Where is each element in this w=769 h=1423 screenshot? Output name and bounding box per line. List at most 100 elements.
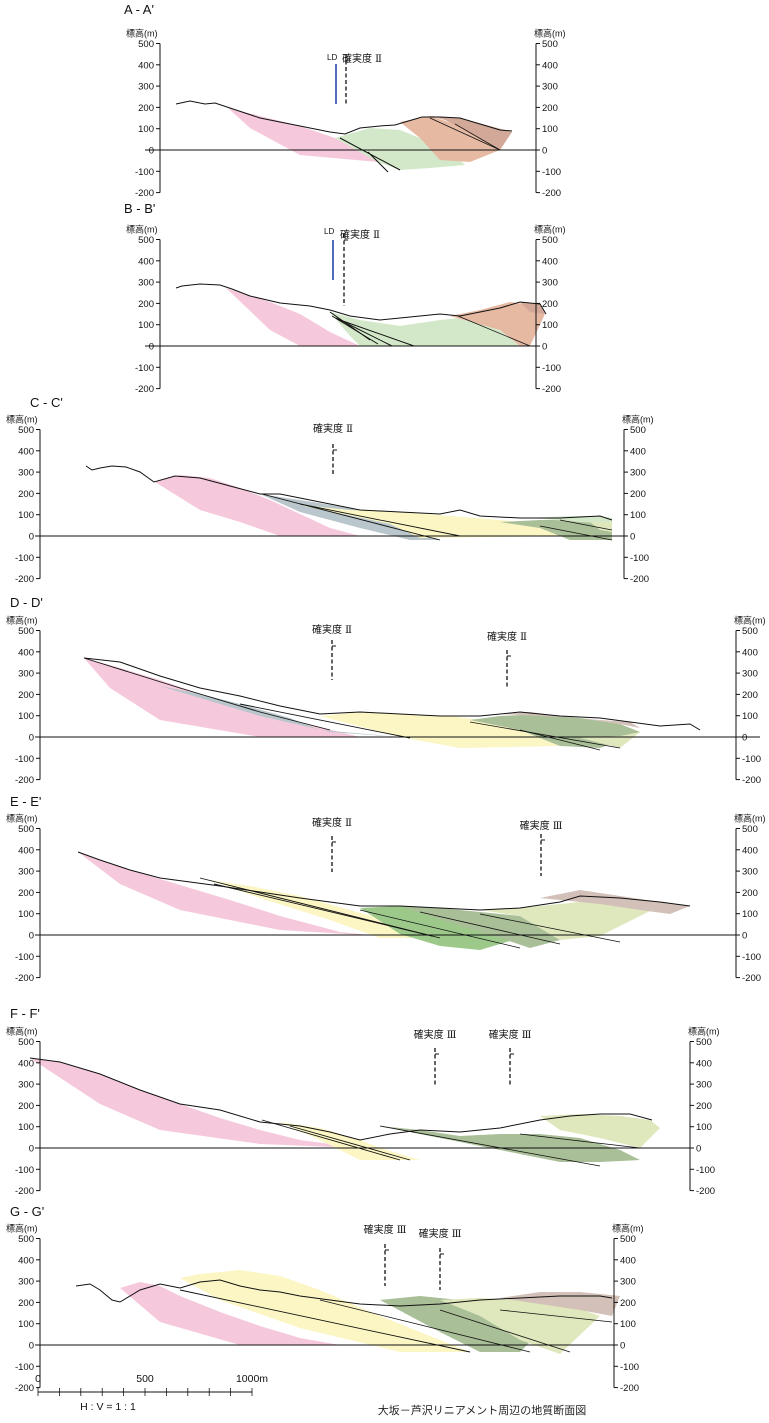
tick-label: 300 bbox=[18, 867, 34, 878]
certainty-label: 確実度 Ⅱ bbox=[312, 623, 352, 636]
tick-label: -200 bbox=[135, 384, 154, 395]
tick-label: 300 bbox=[542, 82, 558, 93]
tick-label: 400 bbox=[630, 446, 646, 457]
certainty-label: 確実度 Ⅱ bbox=[313, 422, 353, 435]
section-5: F - F'標高(m)5004003002001000-100-200標高(m)… bbox=[6, 1006, 720, 1197]
tick-label: -100 bbox=[696, 1165, 715, 1176]
contact-2 bbox=[289, 1125, 411, 1161]
section-3: D - D'標高(m)5004003002001000-100-200標高(m)… bbox=[6, 595, 766, 786]
tick-label: -100 bbox=[15, 553, 34, 564]
tick-label: 500 bbox=[742, 626, 758, 637]
tick-label: 200 bbox=[542, 103, 558, 114]
tick-label: 0 bbox=[29, 1341, 34, 1352]
az-grey-band bbox=[160, 686, 400, 737]
axis-unit-label: 標高(m) bbox=[126, 28, 158, 39]
scale-label-1000: 1000m bbox=[236, 1373, 268, 1385]
tick-label: -200 bbox=[135, 188, 154, 199]
tick-label: 200 bbox=[18, 1298, 34, 1309]
tick-label: 300 bbox=[620, 1277, 636, 1288]
ground-surface bbox=[75, 1279, 613, 1307]
tick-label: -100 bbox=[135, 363, 154, 374]
ground-surface bbox=[175, 283, 547, 321]
certainty-label: 確実度 Ⅲ bbox=[489, 1028, 532, 1041]
tick-label: 500 bbox=[542, 235, 558, 246]
az-yellow-band bbox=[300, 505, 570, 538]
tick-label: 100 bbox=[18, 510, 34, 521]
ground-surface bbox=[29, 1057, 653, 1141]
contact-4 bbox=[499, 1309, 613, 1323]
tick-label: 400 bbox=[138, 256, 154, 267]
tick-label: 200 bbox=[138, 103, 154, 114]
tick-label: 400 bbox=[18, 446, 34, 457]
section-4: E - E'標高(m)5004003002001000-100-200標高(m)… bbox=[6, 794, 766, 984]
tick-label: 0 bbox=[630, 532, 635, 543]
tick-label: 100 bbox=[742, 909, 758, 920]
contact-3 bbox=[359, 909, 521, 949]
figure-caption: 大坂－芦沢リニアメント周辺の地質断面図 bbox=[378, 1403, 586, 1417]
tick-label: -200 bbox=[15, 775, 34, 786]
tick-label: 500 bbox=[18, 824, 34, 835]
tick-label: -200 bbox=[15, 1186, 34, 1197]
tick-label: 400 bbox=[542, 60, 558, 71]
tick-label: 100 bbox=[18, 909, 34, 920]
certainty-label: 確実度 Ⅲ bbox=[414, 1028, 457, 1041]
contact-3 bbox=[379, 1125, 601, 1167]
tick-label: 100 bbox=[742, 711, 758, 722]
certainty-label: 確実度 Ⅱ bbox=[487, 630, 527, 643]
tick-label: 200 bbox=[630, 489, 646, 500]
tick-label: -200 bbox=[742, 973, 761, 984]
tick-label: 0 bbox=[542, 146, 547, 157]
tick-label: 0 bbox=[149, 342, 154, 353]
tick-label: 0 bbox=[742, 733, 747, 744]
kn-formation bbox=[430, 116, 512, 150]
tick-label: -100 bbox=[15, 754, 34, 765]
contact-ka bbox=[539, 525, 613, 541]
axis-unit-label: 標高(m) bbox=[6, 813, 38, 824]
contact-grey-1 bbox=[261, 493, 441, 541]
tick-label: 100 bbox=[630, 510, 646, 521]
tick-label: 300 bbox=[696, 1080, 712, 1091]
tick-label: 300 bbox=[18, 468, 34, 479]
tick-label: 500 bbox=[18, 1037, 34, 1048]
contact-5 bbox=[479, 913, 621, 943]
tick-label: 500 bbox=[742, 824, 758, 835]
granite-body bbox=[120, 1282, 340, 1345]
contact-line-2 bbox=[454, 123, 501, 151]
axis-unit-label: 標高(m) bbox=[688, 1026, 720, 1037]
fault-d bbox=[339, 319, 415, 347]
tick-label: 300 bbox=[138, 82, 154, 93]
axis-unit-label: 標高(m) bbox=[6, 414, 38, 425]
axis-unit-label: 標高(m) bbox=[6, 1223, 38, 1234]
tick-label: 0 bbox=[620, 1341, 625, 1352]
tick-label: 200 bbox=[742, 690, 758, 701]
tick-label: -100 bbox=[742, 754, 761, 765]
axis-unit-label: 標高(m) bbox=[534, 28, 566, 39]
tick-label: 200 bbox=[18, 489, 34, 500]
tick-label: 200 bbox=[542, 299, 558, 310]
contact-3 bbox=[469, 721, 621, 749]
tick-label: 400 bbox=[18, 1255, 34, 1266]
certainty-label: 確実度 Ⅲ bbox=[364, 1223, 407, 1236]
contact-1 bbox=[261, 1119, 401, 1161]
section-title: G - G' bbox=[10, 1204, 44, 1219]
ka-band bbox=[380, 1126, 640, 1162]
tick-label: -100 bbox=[15, 1362, 34, 1373]
tick-label: 500 bbox=[138, 235, 154, 246]
tick-label: 200 bbox=[18, 888, 34, 899]
tick-label: 200 bbox=[696, 1101, 712, 1112]
m2-band bbox=[360, 906, 520, 950]
ty-band bbox=[580, 732, 640, 748]
tick-label: 0 bbox=[29, 532, 34, 543]
tick-label: 500 bbox=[696, 1037, 712, 1048]
tick-label: 200 bbox=[138, 299, 154, 310]
tick-label: -200 bbox=[620, 1383, 639, 1394]
tick-label: 0 bbox=[696, 1144, 701, 1155]
tick-label: 0 bbox=[29, 1144, 34, 1155]
